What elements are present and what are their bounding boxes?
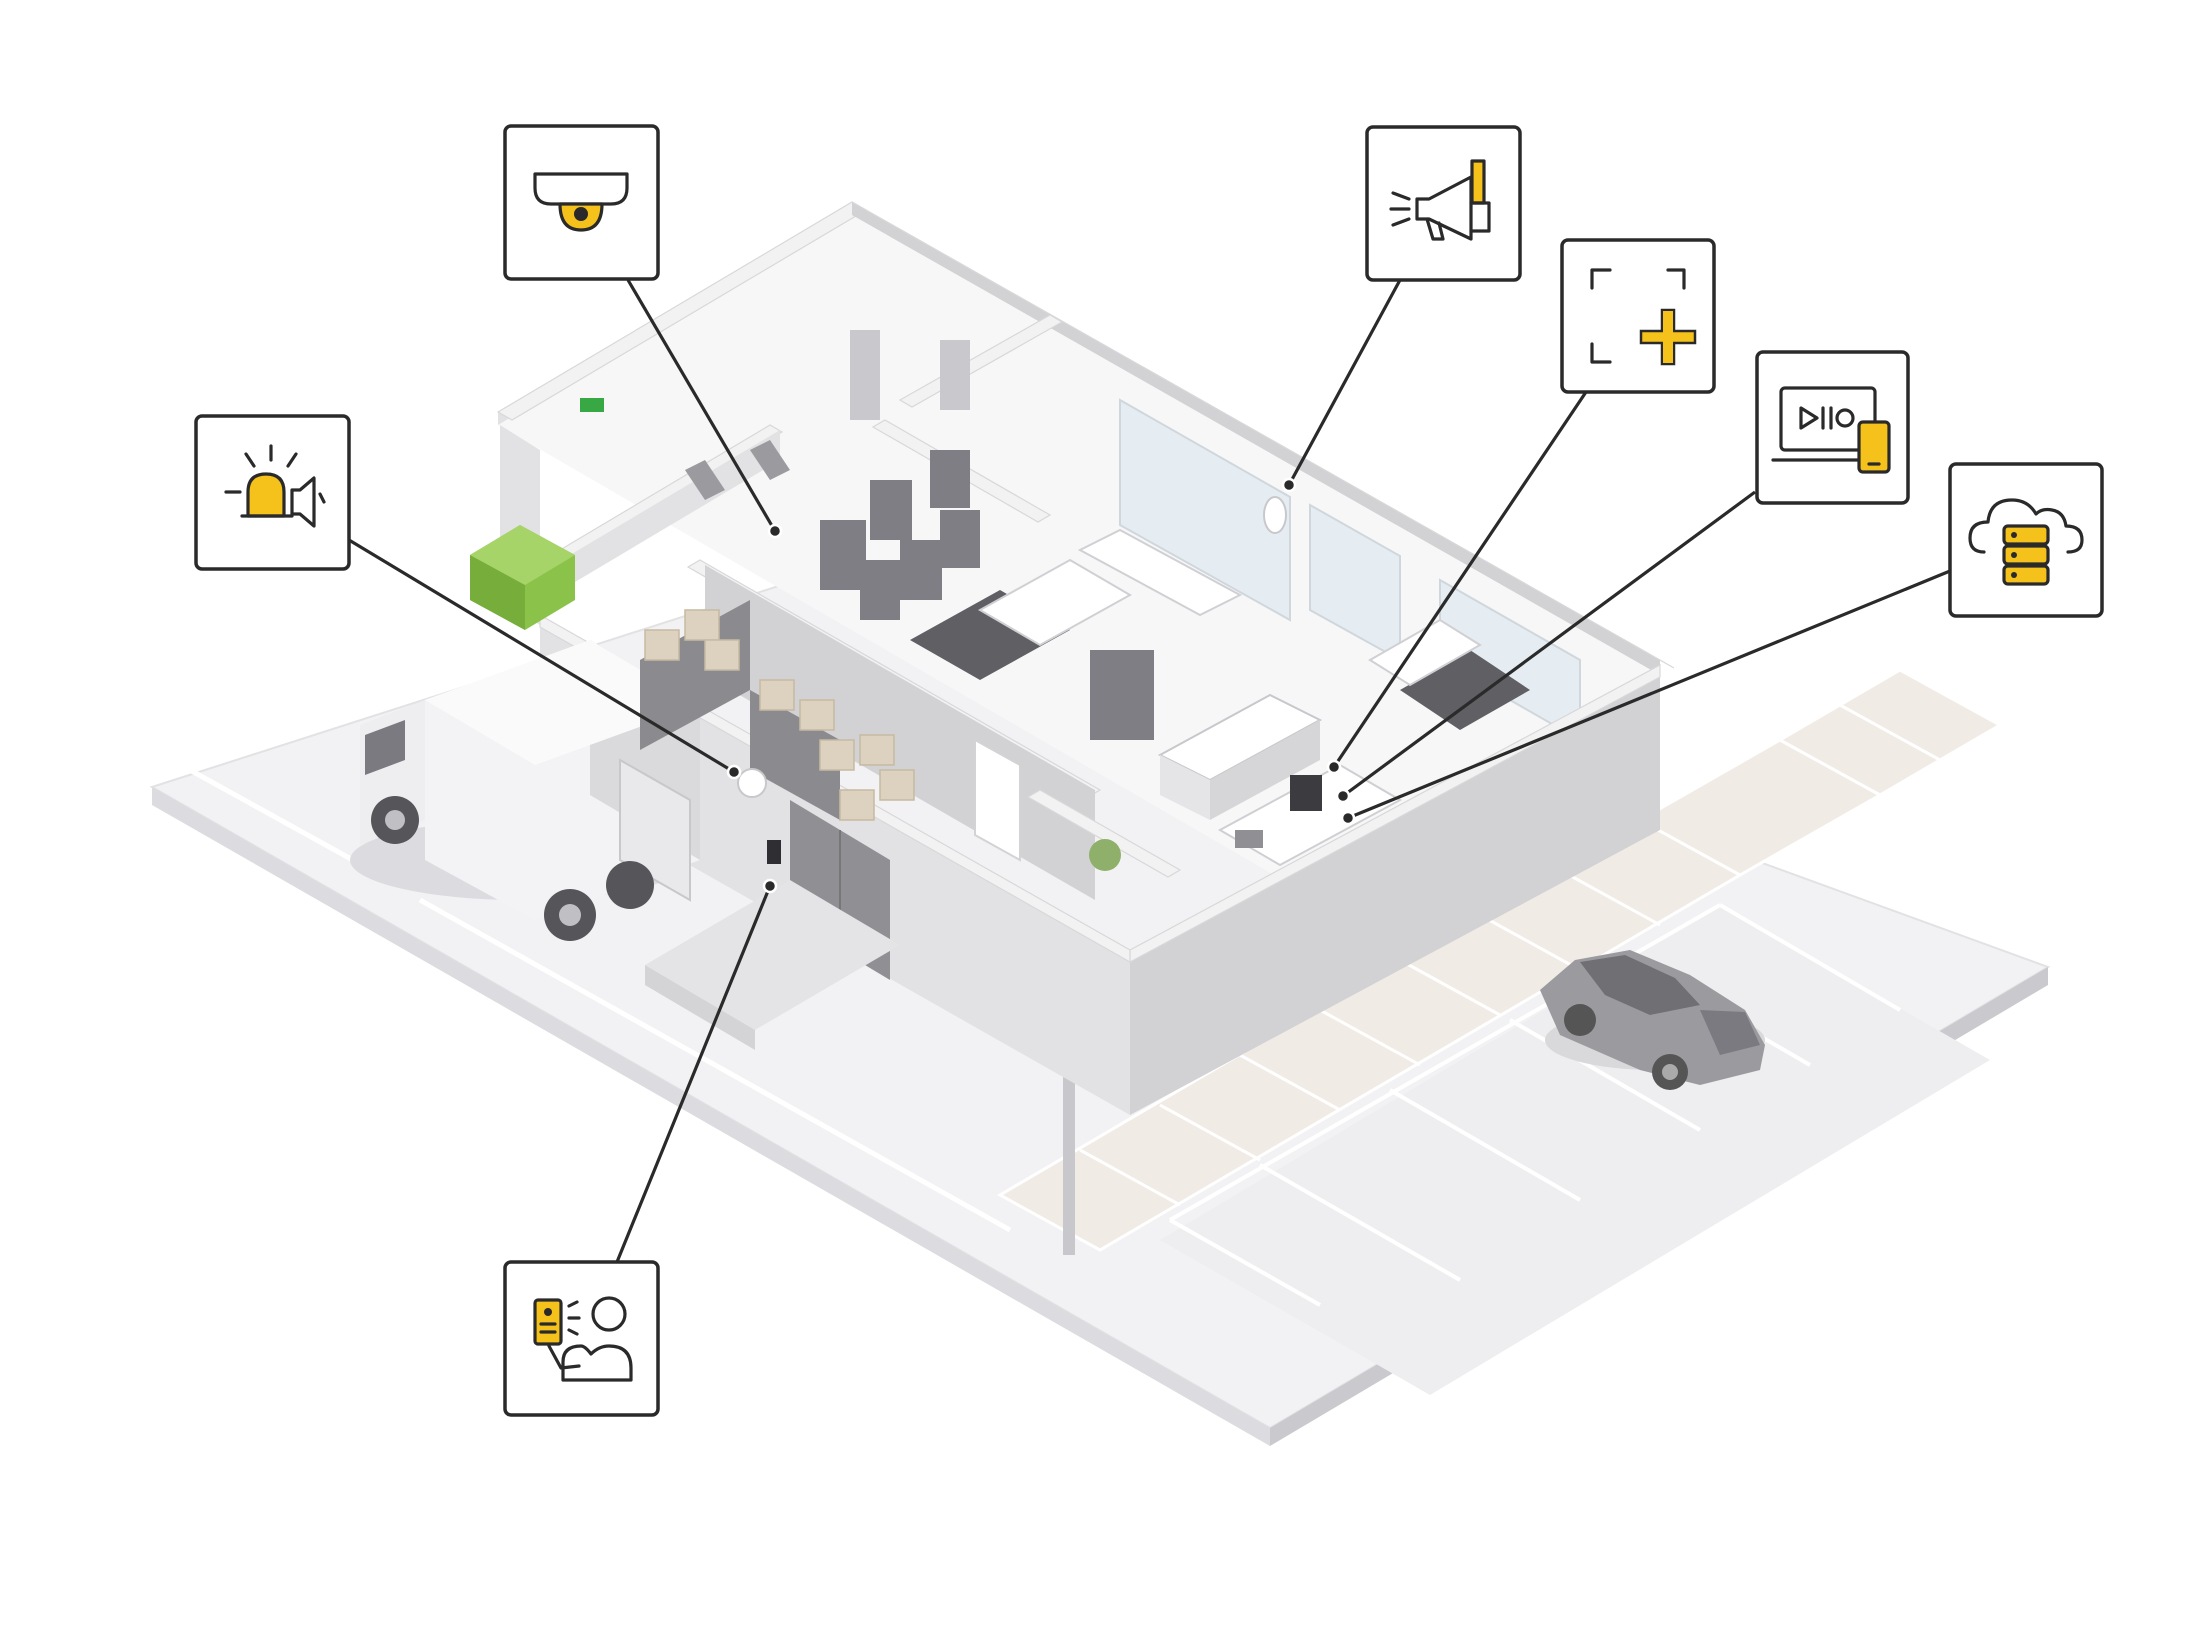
parked-car — [1540, 950, 1765, 1090]
scene-illustration — [149, 201, 2051, 1446]
video-management-icon — [1771, 386, 1891, 474]
storage-shelves — [640, 600, 915, 821]
window — [1119, 398, 1581, 742]
ground-slab-edge-left — [152, 787, 1270, 1446]
callout-video-management[interactable] — [1755, 350, 1910, 505]
callout-cloud-storage[interactable] — [1948, 462, 2104, 618]
intercom-icon — [533, 1296, 633, 1382]
road-line — [188, 767, 382, 878]
sidewalk — [996, 668, 2004, 1252]
network-speaker-icon — [1389, 159, 1491, 241]
checkout-counter — [1217, 763, 1403, 867]
parking-lot — [1160, 903, 1990, 1395]
road-line — [418, 897, 1012, 1233]
potted-plant — [1089, 839, 1121, 871]
callout-network-speaker[interactable] — [1365, 125, 1522, 282]
callout-scan-plus[interactable] — [1560, 238, 1716, 394]
device-markers — [737, 496, 1287, 864]
building-floor — [498, 215, 1660, 890]
back-room-details — [580, 330, 970, 500]
scan-plus-icon — [1590, 268, 1697, 366]
store-front-wall — [1130, 675, 1660, 1115]
clothing-racks — [820, 450, 1154, 740]
strobe-siren-icon — [224, 444, 326, 528]
callout-intercom[interactable] — [503, 1260, 660, 1417]
cloud-storage-icon — [1968, 498, 2084, 586]
dome-camera-icon — [533, 172, 629, 232]
dumpster — [470, 525, 575, 630]
display-tables — [910, 528, 1530, 820]
callout-strobe-siren[interactable] — [194, 414, 351, 571]
leader-dots — [726, 477, 1356, 894]
callout-dome-camera[interactable] — [503, 124, 660, 281]
leader-lines — [348, 279, 1951, 1263]
